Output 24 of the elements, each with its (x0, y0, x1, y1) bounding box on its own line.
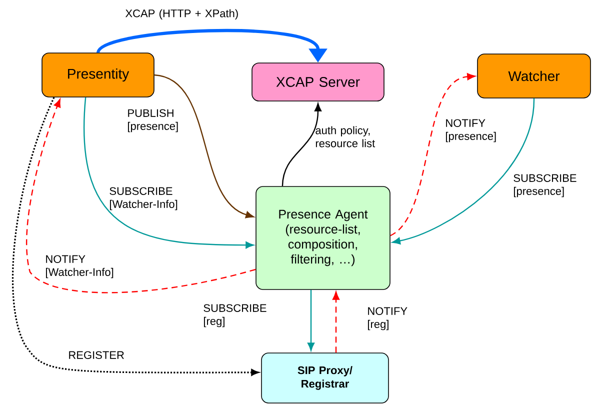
edge-label: NOTIFY [reg] (368, 307, 408, 330)
presentity-box: Presentity (42, 52, 154, 98)
proxy-box: SIP Proxy/ Registrar (261, 352, 389, 404)
agent-box: Presence Agent (resource-list, composition, filtering, …) (256, 186, 390, 290)
edge-label: SUBSCRIBE [presence] (514, 174, 576, 198)
arrow (332, 292, 340, 353)
edge-label: XCAP (HTTP + XPath) (125, 9, 238, 20)
watcher-box: Watcher (477, 54, 591, 98)
arrow (12, 97, 259, 376)
arrow (392, 98, 535, 244)
arrow (26, 98, 256, 294)
edge-label: REGISTER (69, 351, 124, 359)
edge-label: NOTIFY [Watcher-Info] (46, 255, 114, 278)
arrow (282, 103, 322, 186)
server-box: XCAP Server (252, 62, 384, 102)
edge-label: SUBSCRIBE [Watcher-Info] (110, 187, 178, 210)
edge-label: NOTIFY [presence] (446, 119, 496, 142)
arrow (390, 73, 476, 236)
arrow (307, 290, 315, 351)
edge-label: auth policy, resource list (316, 126, 376, 148)
arrow (154, 74, 254, 218)
arrow (84, 97, 254, 249)
edge-label: PUBLISH [presence] (128, 109, 178, 132)
edge-label: SUBSCRIBE [reg] (204, 304, 266, 328)
